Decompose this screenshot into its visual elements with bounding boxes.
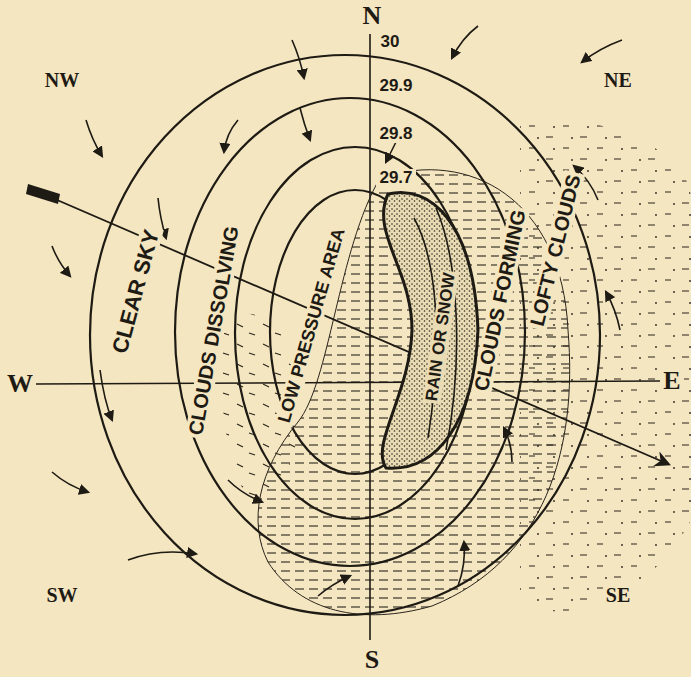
compass-point: W	[4, 370, 36, 397]
west-east-axis	[36, 381, 660, 384]
compass-point: NW	[42, 70, 82, 91]
compass-point: NE	[601, 70, 635, 91]
rain-outline	[366, 188, 482, 474]
isobar-value: 29.7	[376, 169, 415, 187]
wind-arrows	[52, 26, 622, 596]
compass-point: SW	[43, 585, 80, 606]
compass-point: SE	[603, 585, 633, 606]
isobar-value: 29.9	[376, 77, 415, 95]
isobar	[175, 98, 525, 566]
isobar	[235, 147, 475, 519]
cloud-area	[258, 170, 570, 615]
isobar-value: 30	[378, 33, 403, 51]
compass-point: N	[360, 2, 385, 29]
isobar-value: 29.8	[376, 125, 415, 143]
isobar	[90, 55, 600, 615]
region-label: CLEAR SKY	[108, 225, 165, 360]
north-south-axis	[369, 34, 371, 640]
compass-point: S	[362, 646, 382, 673]
storm-track-tail	[26, 184, 60, 204]
rain-area: RAIN OR SNOW	[366, 188, 482, 474]
compass-point: E	[660, 367, 683, 394]
storm-track	[34, 190, 668, 464]
